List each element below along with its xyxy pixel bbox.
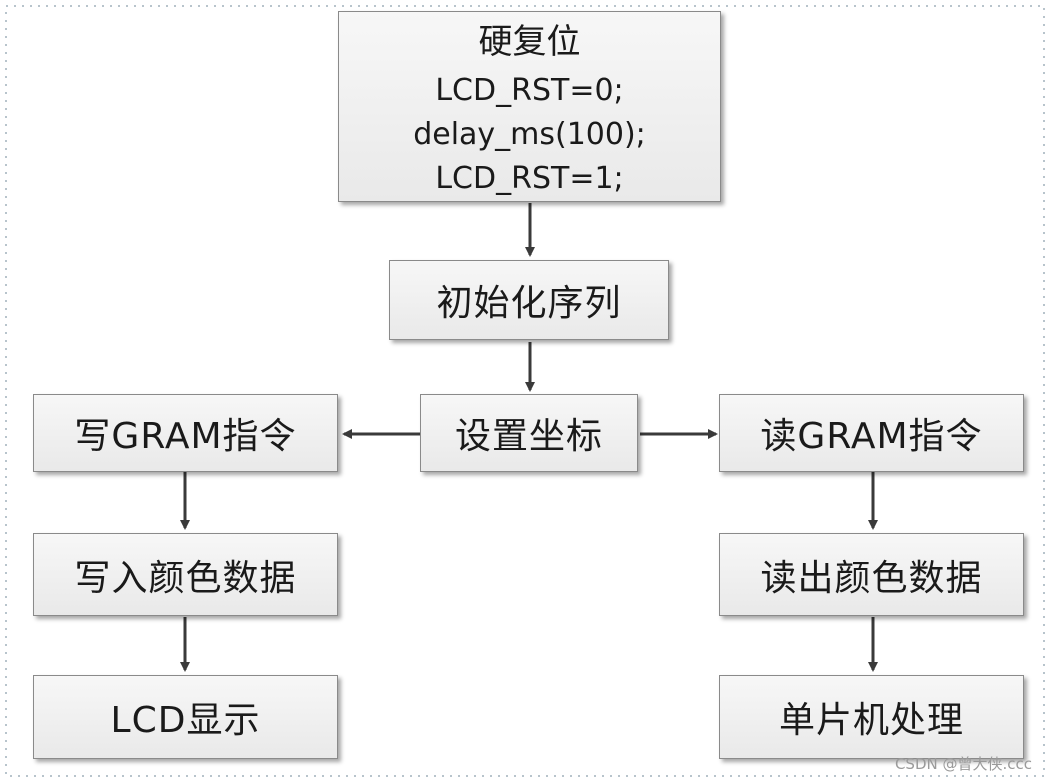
read-gram-cmd-box: 读GRAM指令 xyxy=(719,394,1024,472)
mcu-process-box: 单片机处理 xyxy=(719,675,1024,759)
init-sequence-box: 初始化序列 xyxy=(389,260,669,340)
lcd-display-label: LCD显示 xyxy=(110,700,261,741)
read-gram-cmd-label: 读GRAM指令 xyxy=(760,416,983,457)
init-sequence-label: 初始化序列 xyxy=(436,283,622,324)
write-gram-cmd-label: 写GRAM指令 xyxy=(74,416,297,457)
lcd-display-box: LCD显示 xyxy=(33,675,338,759)
mcu-process-label: 单片机处理 xyxy=(778,700,964,741)
hard-reset-box: 硬复位 LCD_RST=0; delay_ms(100); LCD_RST=1; xyxy=(338,11,721,202)
reset-line-2: delay_ms(100); xyxy=(413,117,646,152)
read-color-data-label: 读出颜色数据 xyxy=(760,557,983,599)
set-coordinates-label: 设置坐标 xyxy=(454,416,603,457)
reset-line-3: LCD_RST=1; xyxy=(435,161,624,196)
watermark: CSDN @曾大侠.ccc xyxy=(894,755,1032,773)
write-color-data-label: 写入颜色数据 xyxy=(74,557,297,599)
write-gram-cmd-box: 写GRAM指令 xyxy=(33,394,338,472)
set-coordinates-box: 设置坐标 xyxy=(420,394,638,472)
hard-reset-title: 硬复位 xyxy=(478,22,581,62)
reset-line-1: LCD_RST=0; xyxy=(435,73,624,108)
write-color-data-box: 写入颜色数据 xyxy=(33,533,338,616)
read-color-data-box: 读出颜色数据 xyxy=(719,533,1024,616)
